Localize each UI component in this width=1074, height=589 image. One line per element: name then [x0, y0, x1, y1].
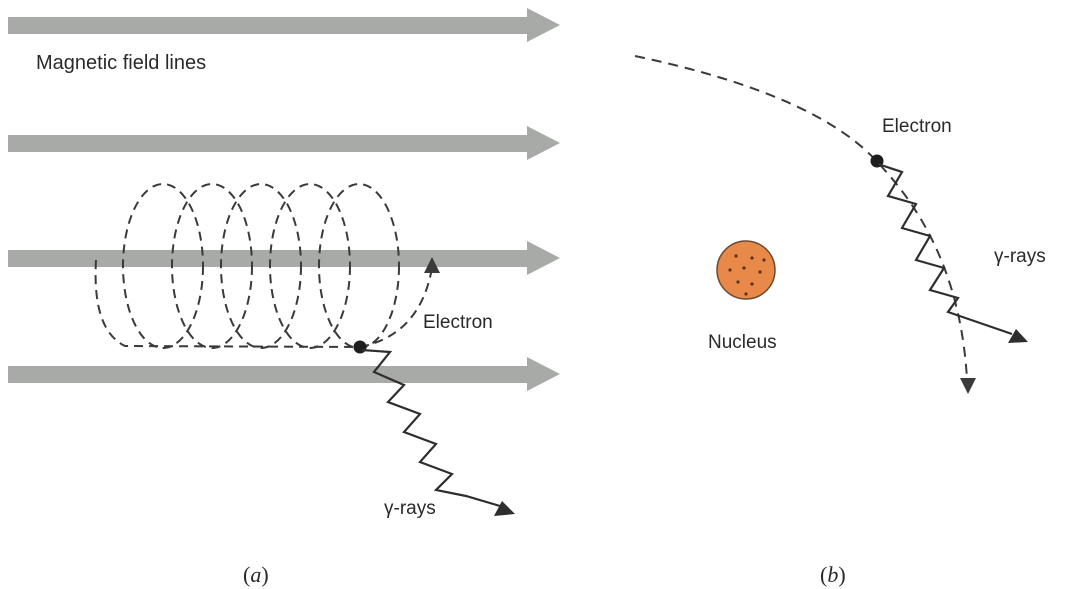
path-arrowhead [424, 257, 440, 273]
electron-label-b: Electron [882, 116, 952, 137]
caption-b: (b) [820, 562, 846, 587]
field-arrow [8, 8, 560, 42]
field-arrow [8, 241, 560, 275]
electron-dot [353, 340, 367, 354]
gamma-rays-label-b: γ-rays [994, 246, 1046, 267]
field-arrow [8, 357, 560, 391]
field-arrow [8, 126, 560, 160]
gamma-ray-arrowhead [1008, 329, 1028, 343]
electron-label-a: Electron [423, 312, 493, 333]
gamma-ray-wave [361, 348, 501, 508]
caption-a: (a) [243, 562, 269, 587]
nucleus-label: Nucleus [708, 332, 777, 353]
gamma-rays-label-a: γ-rays [384, 498, 436, 519]
nucleus [716, 240, 776, 300]
panel-b [634, 55, 1028, 394]
panel-a [8, 8, 560, 516]
gamma-ray-wave [877, 162, 1013, 336]
magnetic-field-label: Magnetic field lines [36, 52, 207, 74]
electron-trajectory [634, 55, 968, 381]
trajectory-arrowhead [960, 378, 976, 394]
gamma-ray-arrowhead [494, 501, 515, 516]
